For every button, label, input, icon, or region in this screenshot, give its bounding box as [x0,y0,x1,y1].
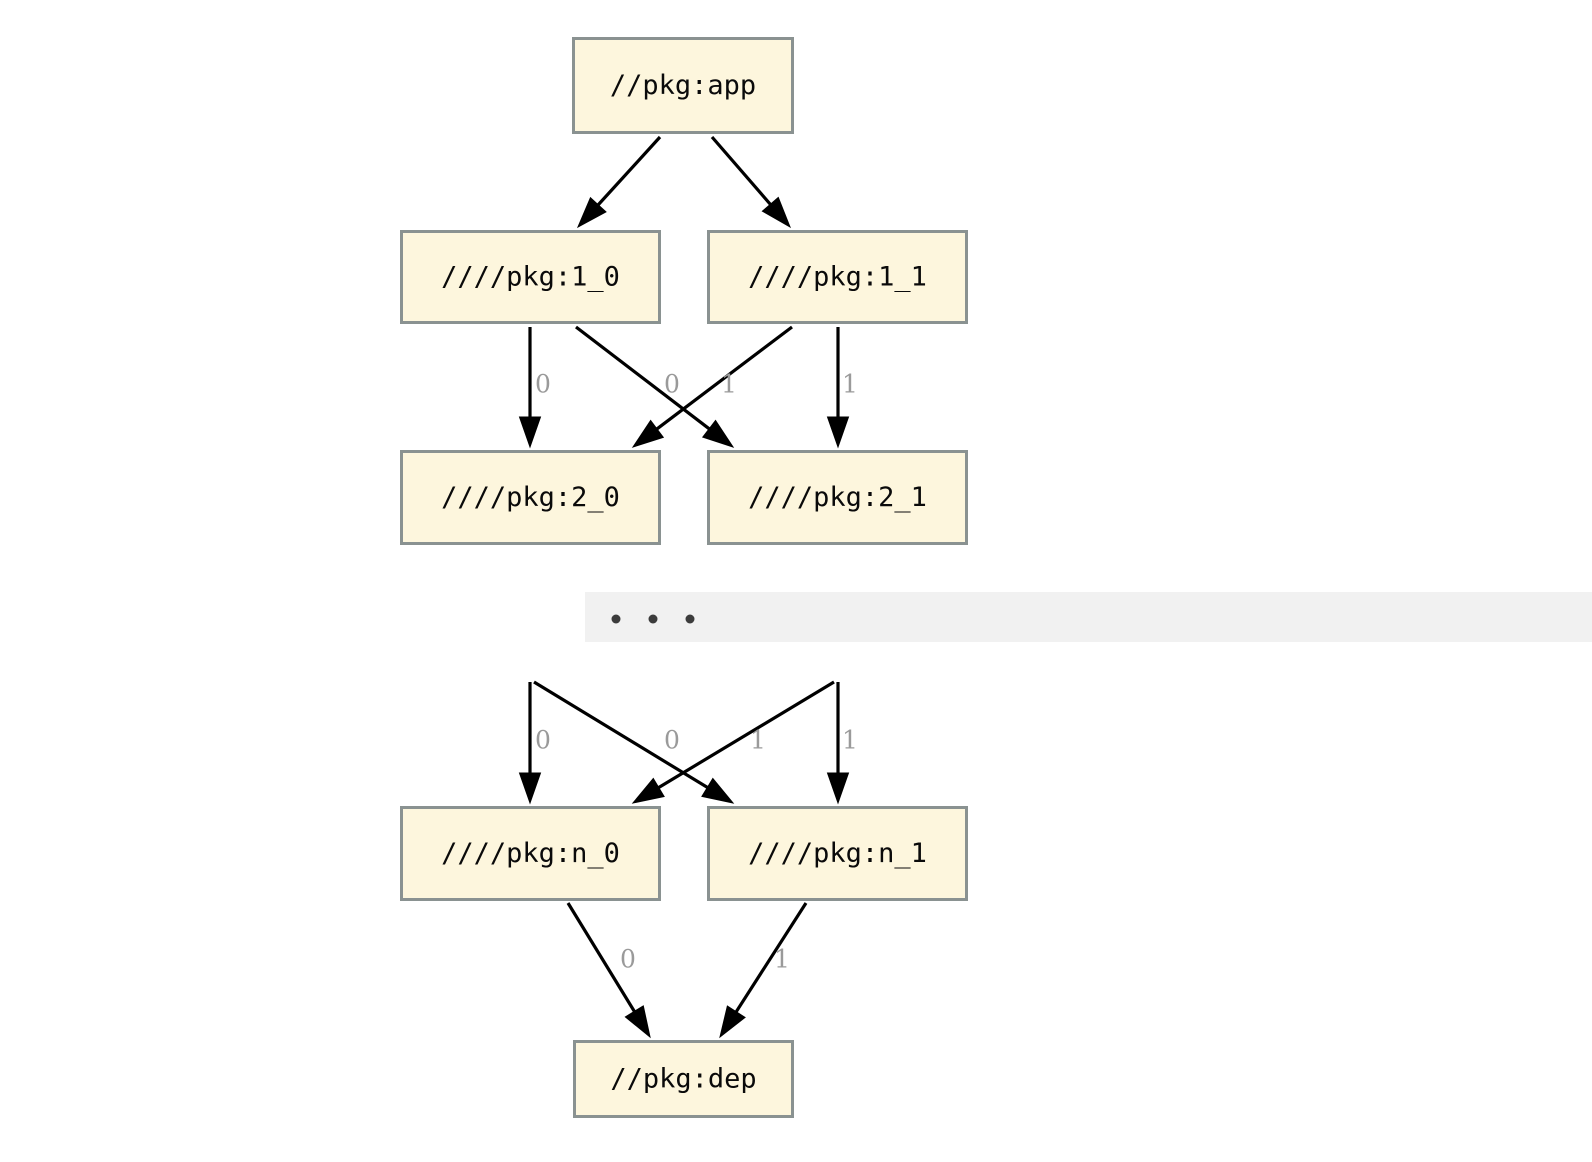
ellipsis-band [585,592,1592,642]
graph-edge [710,135,791,229]
arrowhead-icon [624,1005,651,1039]
graph-edge: 1 [631,680,835,804]
edge-line [710,135,776,210]
node-label: ////pkg:2_1 [748,482,927,513]
edge-label: 1 [774,945,790,974]
edge-label: 0 [535,726,551,755]
arrowhead-icon [631,777,665,804]
graph-node-l1_0[interactable]: ////pkg:1_0 [400,230,661,324]
node-box[interactable] [400,450,661,545]
graph-node-l2_1[interactable]: ////pkg:2_1 [707,450,968,545]
node-label: ////pkg:2_0 [441,482,620,513]
node-box[interactable] [707,806,968,901]
edge-label: 1 [842,726,858,755]
edge-line [652,680,835,792]
edge-line [533,680,714,792]
node-box[interactable] [707,450,968,545]
edge-line [731,902,808,1018]
graph-edge: 1 [826,327,858,449]
arrowhead-icon [518,772,542,805]
graph-edge: 0 [566,902,651,1039]
arrowhead-icon [576,196,607,229]
edge-line [575,325,715,434]
graph-edge: 1 [719,902,808,1039]
graph-node-l2_0[interactable]: ////pkg:2_0 [400,450,661,545]
arrowhead-icon [761,196,791,229]
edge-label: 1 [721,370,737,399]
graph-node-app[interactable]: //pkg:app [572,37,794,134]
edge-line [651,325,793,434]
graph-edge: 1 [631,325,793,448]
arrowhead-icon [518,416,542,449]
ellipsis-dot-1 [648,614,658,624]
nodes-layer: //pkg:app ////pkg:1_0 ////pkg:1_1 ////pkg:2… [400,37,968,1118]
ellipsis-dot-2 [685,614,695,624]
node-label: //pkg:app [610,70,756,101]
node-label: ////pkg:1_0 [441,262,620,293]
edge-label: 0 [620,945,636,974]
ellipsis-dot-0 [611,614,621,624]
ellipsis-dots [611,614,695,624]
node-box[interactable] [400,806,661,901]
edge-line [566,902,639,1018]
edge-line [592,135,662,211]
graph-edge: 1 [826,682,858,805]
node-box[interactable] [573,1040,794,1118]
node-label: ////pkg:n_0 [441,838,620,869]
node-label: ////pkg:1_1 [748,262,927,293]
edge-label: 1 [750,726,766,755]
graph-edge: 0 [518,327,551,449]
graph-node-ln_0[interactable]: ////pkg:n_0 [400,806,661,901]
graph-node-ln_1[interactable]: ////pkg:n_1 [707,806,968,901]
graph-node-l1_1[interactable]: ////pkg:1_1 [707,230,968,324]
graph-edge: 0 [575,325,735,448]
arrowhead-icon [826,772,850,805]
arrowhead-icon [719,1005,746,1039]
arrowhead-icon [826,416,850,449]
arrowhead-icon [701,777,735,804]
graph-edge [576,135,662,229]
graph-edge: 0 [518,682,551,805]
node-box[interactable] [707,230,968,324]
edge-label: 0 [664,726,680,755]
node-label: ////pkg:n_1 [748,838,927,869]
arrowhead-icon [701,419,735,448]
node-label: //pkg:dep [610,1064,756,1095]
edges-layer: 0 0 1 1 0 0 1 1 0 1 [518,135,858,1039]
graph-edge: 0 [533,680,735,804]
graph-node-dep[interactable]: //pkg:dep [573,1040,794,1118]
edge-label: 1 [842,370,858,399]
ellipsis-band-group [585,592,1592,642]
node-box[interactable] [572,37,794,134]
arrowhead-icon [631,419,665,448]
node-box[interactable] [400,230,661,324]
edge-label: 0 [664,370,680,399]
edge-label: 0 [535,370,551,399]
